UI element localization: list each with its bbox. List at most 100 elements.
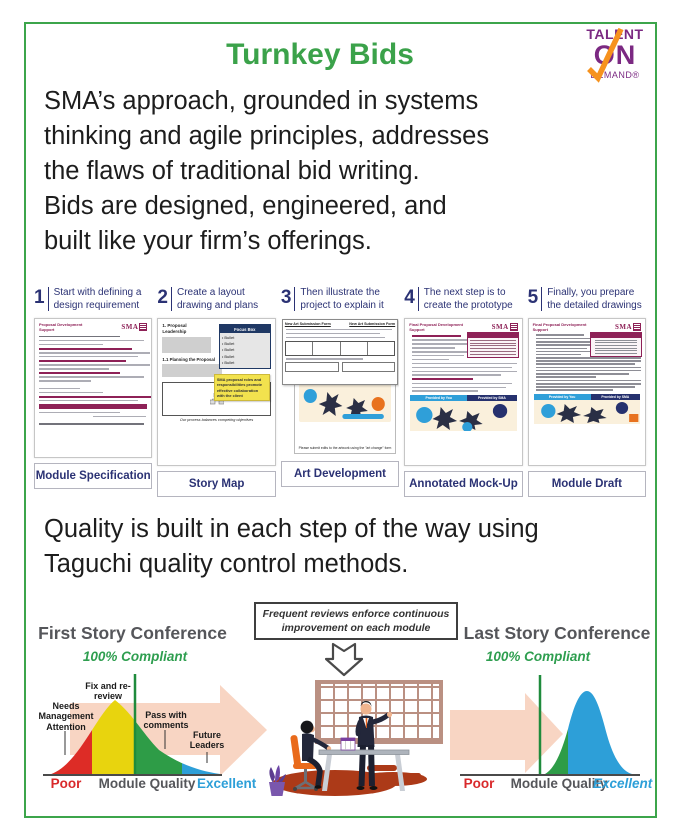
band-left: Provided by You [533,393,591,400]
divider [417,287,419,311]
provided-band: Provided by You Provided by SMA [533,393,641,400]
doc-header: Final Proposal Development Support SMA [408,322,518,333]
step-label: Finally, you prepare the detailed drawin… [547,286,642,312]
sma-mark-icon [139,323,148,331]
divider [170,287,172,311]
sma-text: SMA [121,323,139,331]
caption-story-map: Story Map [157,471,276,497]
bullet: • Bullet [221,340,235,346]
step-label-line: The next step is to [423,287,506,298]
quality-paragraph: Quality is built in each step of the way… [44,512,539,582]
body-lines [408,334,470,361]
intro-line: built like your firm’s offerings. [44,227,372,255]
callout-line: improvement on each module [281,622,431,635]
intro-line: SMA’s approach, grounded in systems [44,87,479,115]
intro-paragraph: SMA’s approach, grounded in systems thin… [44,84,489,259]
label-pass-with-comments: Pass with comments [143,710,189,731]
sma-mark-icon [509,323,518,331]
quality-line: Taguchi quality control methods. [44,550,409,578]
green-frame [24,22,657,818]
step-number: 3 [280,287,292,308]
plant [269,765,286,796]
step-label: Then illustrate the project to explain i… [300,286,383,312]
seated-person [300,720,332,789]
draft-graphic [533,399,641,424]
last-axis-module-quality: Module Quality [510,776,608,791]
intro-line: thinking and agile principles, addresses [44,122,490,150]
step-5: 5 Finally, you prepare the detailed draw… [527,286,647,497]
sma-text: SMA [491,323,509,331]
storymap-subheading: 1.1 Planning the Proposal [162,357,215,363]
sma-logo: SMA [492,323,518,331]
step-label-line: Then illustrate the [300,287,380,298]
step-4-header: 4 The next step is to create the prototy… [404,286,522,318]
last-conference-title: Last Story Conference [463,623,651,643]
story-conference-illustration [269,701,427,796]
step-4: 4 The next step is to create the prototy… [404,286,523,497]
divider [47,287,49,311]
sma-logo: SMA [121,323,148,331]
first-axis-module-quality: Module Quality [98,776,196,791]
doc-title: Proposal Development Support [39,322,83,332]
art-development-thumbnail: Please submit edits to the artwork using… [281,318,399,456]
step-label-line: drawing and plans [176,299,259,311]
sticky-note: SMA proposal roles and responsibilities … [213,374,270,402]
sma-mark-icon [633,323,642,331]
band-left: Provided by You [410,394,468,401]
requirements-callout [590,332,643,357]
down-arrow-icon [325,642,363,677]
annotated-mockup-thumbnail: Final Proposal Development Support SMA [404,318,523,466]
label-future-leaders: Future Leaders [189,730,225,751]
step-label-line: design requirement [53,299,140,311]
focus-box-title: Focus Box [219,325,270,333]
quality-line: Quality is built in each step of the way… [44,515,539,543]
doc-table-header [39,404,148,410]
intro-line: the flaws of traditional bid writing. [44,157,420,185]
step-2-header: 2 Create a layout drawing and plans [157,286,275,318]
body-lines [532,334,594,356]
doc-header: Final Proposal Development Support SMA [532,322,642,333]
step-label: Start with defining a design requirement [54,286,142,312]
process-steps-row: 1 Start with defining a design requireme… [34,286,647,497]
divider [541,287,543,311]
step-label: The next step is to create the prototype [424,286,513,312]
storyboard-wall [315,680,443,744]
band-right: Provided by SMA [590,393,641,400]
step-label-line: Finally, you prepare [547,287,635,298]
caption-module-draft: Module Draft [527,471,647,497]
step-label-line: project to explain it [300,299,384,311]
focus-box-bullets: • Bullet • Bullet • Bullet • Bullet • Bu… [219,333,270,368]
draft-art [540,401,638,423]
label-fix-and-re-review: Fix and re-review [85,681,131,702]
bullet: • Bullet [221,353,235,359]
form-titles: New Art Submission Form New Art Submissi… [285,322,395,326]
last-quality-curve [460,675,640,776]
label-needs-management-attention: Needs Management Attention [38,701,94,732]
step-2: 2 Create a layout drawing and plans 1. P… [157,286,276,497]
bullet: • Bullet [221,347,235,353]
last-axis-excellent: Excellent [593,776,653,791]
step-label: Create a layout drawing and plans [177,286,258,312]
story-map-thumbnail: 1. Proposal Leadership Focus Box • Bulle… [157,318,276,466]
first-compliant-label: 100% Compliant [82,649,188,664]
step-number: 4 [404,287,415,308]
step-label-line: Start with defining a [53,287,142,298]
table [318,749,410,791]
step-label-line: the detailed drawings [547,299,642,311]
artwork-graphic [303,389,385,419]
caption-annotated-mockup: Annotated Mock-Up [404,471,523,497]
placeholder-block [162,364,223,378]
first-axis-poor: Poor [50,776,82,791]
step-3-header: 3 Then illustrate the project to explain… [281,286,399,318]
step-number: 5 [527,287,539,308]
module-specification-thumbnail: Proposal Development Support SMA [34,318,153,458]
first-quality-curve [43,674,222,776]
office-chair [290,735,318,791]
doc-header: Proposal Development Support SMA [35,319,151,334]
first-axis-excellent: Excellent [197,776,257,791]
storymap-heading: 1. Proposal Leadership [162,323,187,334]
divider [294,287,296,311]
step-1-header: 1 Start with defining a design requireme… [34,286,152,318]
step-label-line: Create a layout [176,287,245,298]
